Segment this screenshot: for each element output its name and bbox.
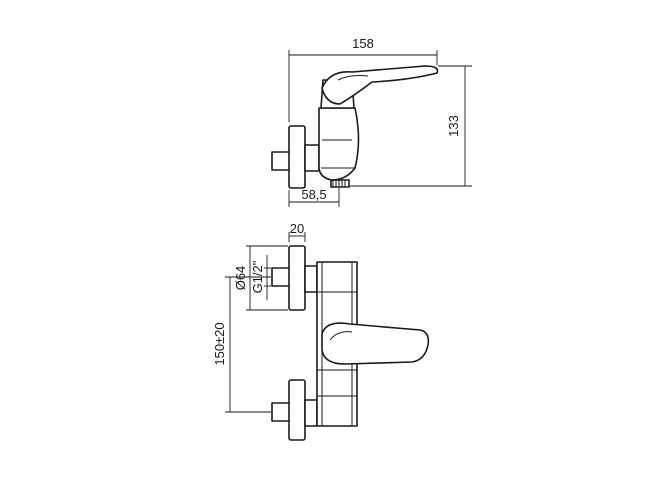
front-handle — [321, 322, 430, 365]
side-view: 158 133 58,5 — [271, 36, 472, 207]
dim-20-label: 20 — [290, 221, 304, 236]
front-upper-rosette — [288, 245, 306, 311]
front-upper-pipe — [271, 267, 291, 287]
side-aerator — [330, 179, 350, 188]
side-connector — [304, 144, 320, 172]
side-pipe-stub — [271, 151, 291, 171]
front-view: 20 Ø64 G1/2" 150±20 — [212, 221, 430, 441]
front-lower-pipe — [271, 402, 291, 422]
side-lever — [321, 65, 439, 105]
dim-133-label: 133 — [446, 115, 461, 137]
side-body — [318, 107, 360, 181]
side-rosette — [288, 125, 306, 189]
dim-158-label: 158 — [352, 36, 374, 51]
dim-150-label: 150±20 — [212, 322, 227, 365]
dim-d64-label: Ø64 — [233, 266, 248, 291]
dim-58-label: 58,5 — [301, 187, 326, 202]
front-upper-connector — [304, 265, 318, 293]
front-lower-rosette — [288, 379, 306, 441]
front-lower-connector — [304, 399, 318, 427]
